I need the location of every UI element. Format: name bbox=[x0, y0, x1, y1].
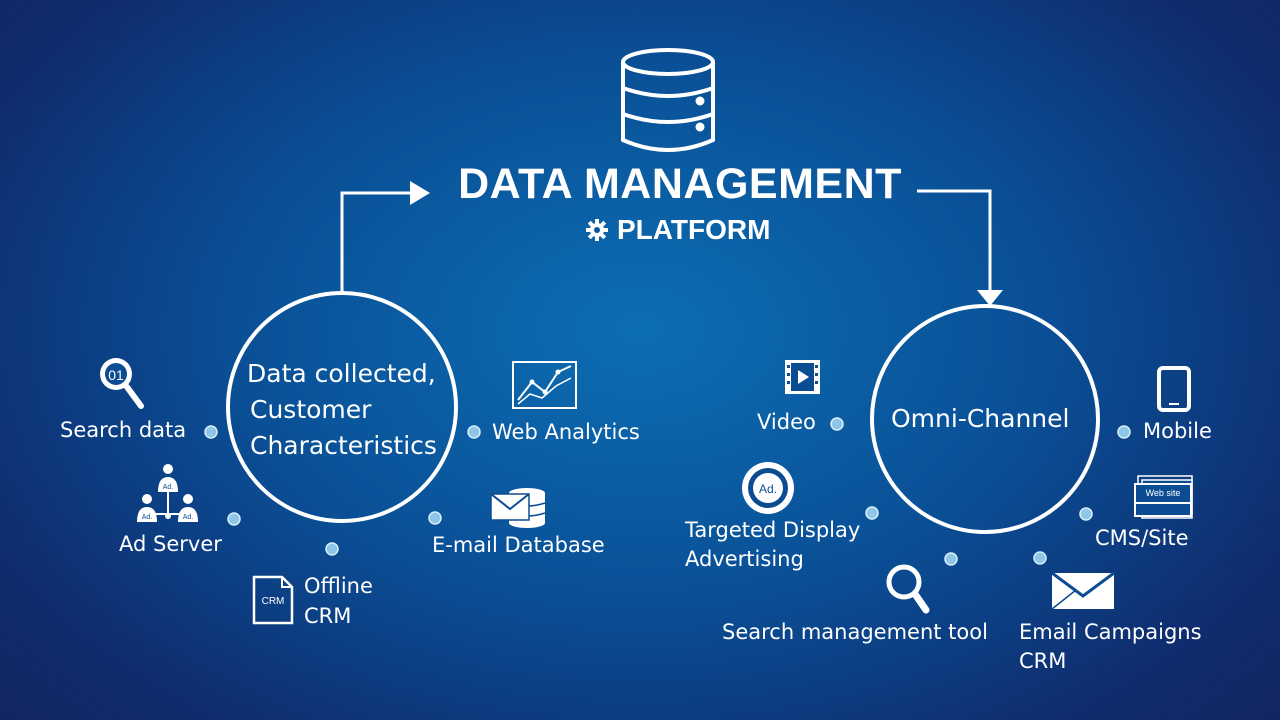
svg-text:Ad.: Ad. bbox=[142, 514, 153, 521]
web-analytics-icon bbox=[512, 361, 577, 409]
dot-ad-server bbox=[227, 512, 241, 526]
search-tool-label: Search management tool bbox=[722, 620, 988, 644]
omni-channel-label: Omni-Channel bbox=[891, 404, 1070, 433]
dot-mobile bbox=[1117, 425, 1131, 439]
web-analytics-label: Web Analytics bbox=[492, 420, 640, 444]
dot-web-analytics bbox=[467, 425, 481, 439]
envelope-icon bbox=[1051, 571, 1115, 610]
website-icon: Web site bbox=[1134, 475, 1193, 519]
cms-site-label: CMS/Site bbox=[1095, 526, 1189, 550]
svg-text:Web site: Web site bbox=[1146, 488, 1181, 498]
mobile-label: Mobile bbox=[1143, 419, 1212, 443]
svg-text:Ad.: Ad. bbox=[163, 484, 174, 491]
gear-icon bbox=[586, 219, 608, 241]
email-database-icon bbox=[490, 488, 546, 528]
dot-email-database bbox=[428, 511, 442, 525]
email-campaigns-label: Email Campaigns bbox=[1019, 620, 1202, 644]
video-label: Video bbox=[757, 410, 816, 434]
crm-document-icon: CRM bbox=[252, 575, 294, 625]
dot-search-data bbox=[204, 425, 218, 439]
dot-offline-crm bbox=[325, 542, 339, 556]
svg-text:01: 01 bbox=[108, 367, 124, 383]
email-campaigns-crm-label: CRM bbox=[1019, 649, 1067, 673]
search-data-label: Search data bbox=[60, 418, 187, 442]
dot-targeted-display bbox=[865, 506, 879, 520]
targeted-ad-icon: Ad. bbox=[742, 462, 794, 514]
database-icon bbox=[621, 48, 715, 152]
data-collected-line-3: Characteristics bbox=[250, 431, 437, 460]
platform-subtitle: PLATFORM bbox=[585, 214, 770, 246]
dot-email-campaigns bbox=[1033, 551, 1047, 565]
data-collected-line-1: Data collected, bbox=[247, 359, 436, 388]
ad-server-icon: Ad. Ad. Ad. bbox=[137, 464, 198, 522]
dot-video bbox=[830, 417, 844, 431]
arrow-to-platform bbox=[340, 181, 430, 293]
dot-cms-site bbox=[1079, 507, 1093, 521]
ad-server-label: Ad Server bbox=[119, 532, 222, 556]
svg-text:CRM: CRM bbox=[262, 596, 285, 607]
video-icon bbox=[785, 360, 820, 394]
search-icon bbox=[886, 564, 930, 614]
data-collected-line-2: Customer bbox=[250, 395, 372, 424]
targeted-display-label-1: Targeted Display bbox=[685, 518, 861, 542]
svg-text:Ad.: Ad. bbox=[759, 482, 777, 496]
omni-channel-circle bbox=[870, 304, 1100, 534]
dot-search-tool bbox=[944, 552, 958, 566]
svg-text:Ad.: Ad. bbox=[183, 514, 194, 521]
platform-title: DATA MANAGEMENT bbox=[458, 160, 902, 208]
mobile-icon bbox=[1157, 366, 1191, 412]
email-database-label: E-mail Database bbox=[432, 533, 605, 557]
search-data-icon: 01 bbox=[100, 358, 144, 409]
arrow-to-omni-channel bbox=[917, 189, 1003, 306]
offline-crm-label-1: Offline bbox=[304, 574, 373, 598]
targeted-display-label-2: Advertising bbox=[685, 547, 804, 571]
offline-crm-label-2: CRM bbox=[304, 604, 352, 628]
platform-subtitle-text: PLATFORM bbox=[617, 214, 771, 245]
